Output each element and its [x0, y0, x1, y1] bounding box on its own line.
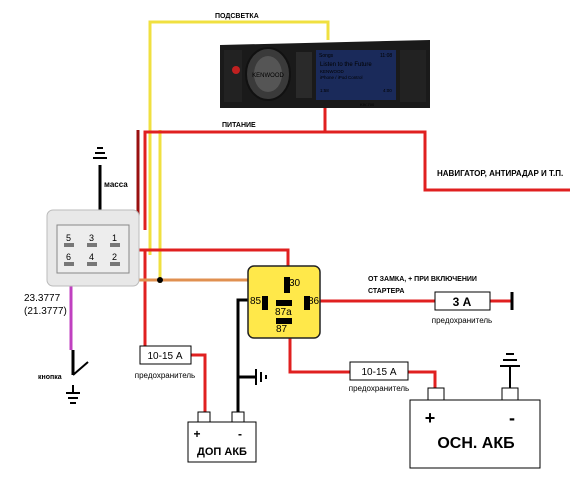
- aux-battery-plus: +: [193, 427, 200, 441]
- wire-main-fuse-to-battery: [408, 370, 437, 390]
- pin-5: 5: [66, 233, 71, 243]
- model-label: KIV-700: [360, 102, 375, 107]
- label-navigator: НАВИГАТОР, АНТИРАДАР И Т.П.: [437, 169, 563, 178]
- main-battery: [409, 387, 541, 469]
- pin-4: 4: [89, 252, 94, 262]
- switch-block: [46, 209, 140, 287]
- screen-time: 1:58: [320, 88, 329, 93]
- main-battery-plus: +: [425, 408, 436, 428]
- label-part-number-alt: (21.3777): [24, 306, 67, 317]
- aux-battery-minus: -: [238, 427, 242, 441]
- aux-fuse: [139, 345, 192, 365]
- brand-label: KENWOOD: [252, 73, 284, 79]
- main-battery-label: ОСН. АКБ: [437, 435, 514, 452]
- screen-line3: iPhone / iPod Control: [320, 75, 363, 80]
- main-battery-minus: -: [509, 408, 515, 428]
- relay-pin-87a: 87а: [275, 307, 292, 318]
- aux-fuse-value: 10-15 А: [147, 351, 182, 362]
- main-fuse-label: предохранитель: [349, 384, 409, 393]
- pin-1: 1: [112, 233, 117, 243]
- relay-pin-86: 86: [308, 296, 320, 307]
- main-fuse-value: 10-15 А: [361, 367, 396, 378]
- main-fuse: [349, 361, 409, 381]
- label-pitanie: ПИТАНИЕ: [222, 122, 256, 129]
- aux-fuse-label: предохранитель: [135, 371, 195, 380]
- wire-relay-to-main-fuse: [288, 325, 350, 374]
- ign-fuse-label: предохранитель: [432, 316, 492, 325]
- aux-battery-label: ДОП АКБ: [197, 446, 247, 458]
- label-ignition-2: СТАРТЕРА: [368, 288, 404, 295]
- wire-aux-fuse-to-battery: [191, 353, 207, 412]
- aux-ground-icon: [255, 369, 267, 385]
- wire-switch-to-relay30: [122, 248, 290, 268]
- pin-3: 3: [89, 233, 94, 243]
- screen-time-end: 4:00: [383, 88, 392, 93]
- backlight-wire: [148, 20, 330, 255]
- relay-pin-30: 30: [289, 278, 301, 289]
- label-massa: масса: [104, 180, 128, 189]
- aux-battery: [187, 411, 257, 463]
- head-unit: KENWOOD Songs 11:08 Listen to the Future…: [220, 40, 430, 108]
- label-knopka: кнопка: [38, 374, 62, 381]
- junction-dot: [157, 277, 163, 283]
- relay-pin-87: 87: [276, 324, 288, 335]
- pin-6: 6: [66, 252, 71, 262]
- label-podsvetka: ПОДСВЕТКА: [215, 13, 259, 20]
- ign-fuse: [434, 291, 491, 311]
- screen-clock: 11:08: [380, 53, 392, 59]
- relay: [247, 265, 321, 339]
- ground-wire-relay85: [236, 298, 248, 412]
- label-part-number: 23.3777: [24, 293, 61, 304]
- ign-fuse-value: 3 А: [453, 295, 472, 309]
- power-wire: [143, 108, 327, 230]
- relay-pin-85: 85: [250, 296, 262, 307]
- head-unit-screen: [316, 50, 396, 100]
- screen-top: Songs: [319, 53, 334, 59]
- pin-2: 2: [112, 252, 117, 262]
- label-ignition-1: ОТ ЗАМКА, + ПРИ ВКЛЮЧЕНИИ: [368, 276, 477, 283]
- screen-line1: Listen to the Future: [320, 62, 372, 68]
- screen-line2: KENWOOD: [320, 69, 345, 74]
- main-ground-icon: [500, 353, 520, 388]
- button-switch-icon: [66, 361, 89, 404]
- power-wire-navi: [325, 130, 570, 192]
